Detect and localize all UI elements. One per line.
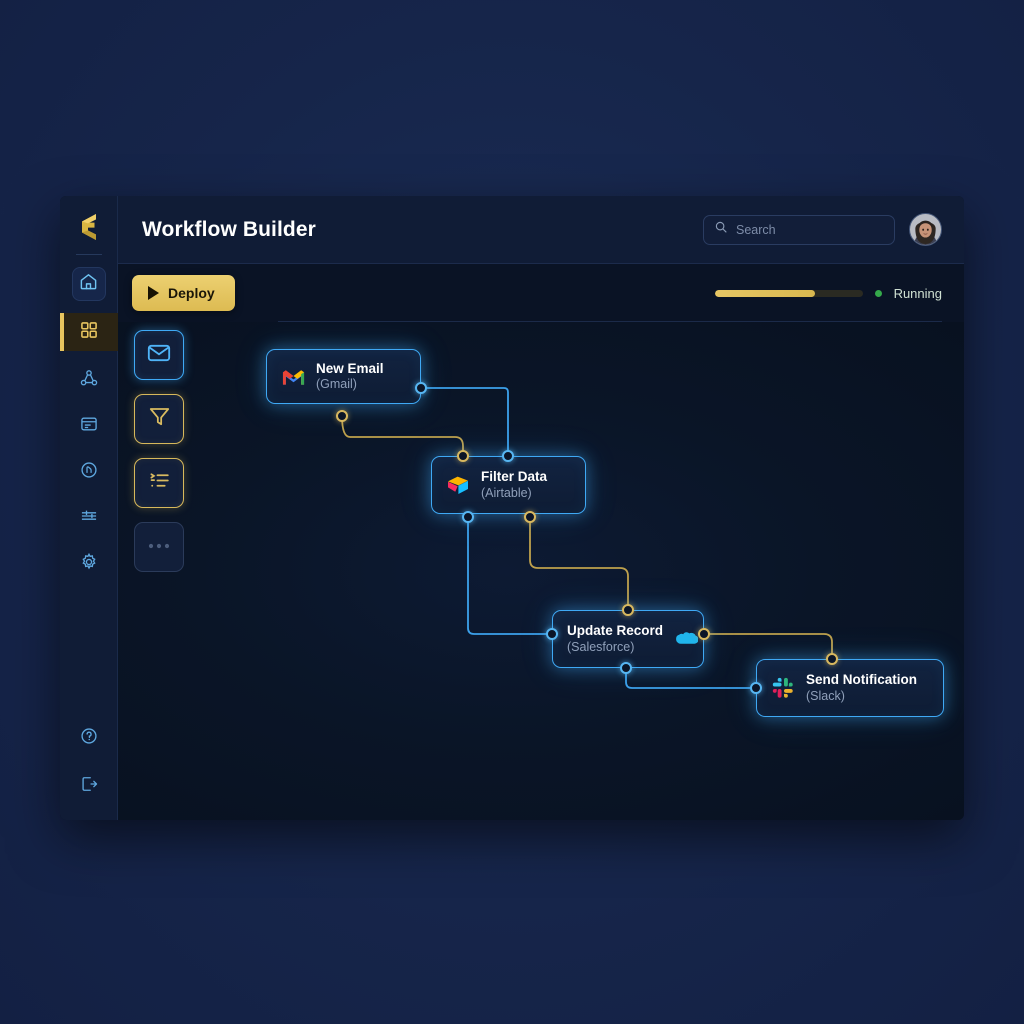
deploy-button[interactable]: Deploy bbox=[132, 275, 235, 311]
search-icon bbox=[714, 220, 728, 239]
progress-bar-fill bbox=[714, 289, 816, 297]
port-filter-data-in-right[interactable] bbox=[502, 450, 514, 462]
palette-tool-email[interactable] bbox=[134, 330, 184, 380]
tool-palette bbox=[134, 330, 184, 572]
sidebar-item-apps[interactable] bbox=[60, 313, 118, 351]
app-header: Workflow Builder bbox=[118, 196, 964, 264]
port-update-record-in-top[interactable] bbox=[622, 604, 634, 616]
node-filter-data-text: Filter Data (Airtable) bbox=[481, 469, 547, 501]
deploy-button-label: Deploy bbox=[168, 285, 215, 301]
grid-icon bbox=[79, 320, 99, 345]
port-new-email-out-right[interactable] bbox=[415, 382, 427, 394]
port-update-record-out-right[interactable] bbox=[698, 628, 710, 640]
workflow-canvas[interactable]: New Email (Gmail) bbox=[118, 322, 964, 820]
avatar[interactable] bbox=[909, 213, 942, 246]
left-nav-rail bbox=[60, 196, 118, 820]
sidebar-item-help[interactable] bbox=[72, 721, 106, 755]
sidebar-item-sliders[interactable] bbox=[72, 501, 106, 535]
card-list-icon bbox=[79, 414, 99, 439]
sidebar-item-workflows[interactable] bbox=[72, 363, 106, 397]
port-filter-data-in-left[interactable] bbox=[457, 450, 469, 462]
sidebar-item-home[interactable] bbox=[71, 267, 106, 301]
search-input[interactable] bbox=[703, 214, 895, 245]
node-subtitle: (Gmail) bbox=[316, 377, 357, 392]
sidebar-item-integrations[interactable] bbox=[72, 455, 106, 489]
gear-icon bbox=[79, 552, 99, 577]
app-window: Workflow Builder bbox=[60, 196, 964, 820]
list-sort-icon bbox=[147, 468, 172, 498]
node-title: Filter Data bbox=[481, 469, 548, 485]
connector-wires bbox=[341, 387, 833, 689]
node-new-email[interactable]: New Email (Gmail) bbox=[266, 349, 421, 404]
node-new-email-text: New Email (Gmail) bbox=[316, 361, 384, 393]
search-field[interactable] bbox=[736, 222, 884, 237]
toolbar-divider bbox=[278, 321, 942, 322]
home-icon bbox=[79, 272, 98, 296]
port-send-notification-in-top[interactable] bbox=[826, 653, 838, 665]
sidebar-item-settings[interactable] bbox=[72, 547, 106, 581]
sidebar-item-logout[interactable] bbox=[72, 769, 106, 803]
sliders-icon bbox=[79, 506, 99, 531]
run-status-group: Running bbox=[714, 285, 942, 301]
salesforce-icon bbox=[674, 627, 699, 651]
palette-tool-filter[interactable] bbox=[134, 394, 184, 444]
port-update-record-out-bottom[interactable] bbox=[620, 662, 632, 674]
palette-tool-more[interactable] bbox=[134, 522, 184, 572]
port-update-record-in-left[interactable] bbox=[546, 628, 558, 640]
node-title: Send Notification bbox=[806, 672, 917, 688]
slack-icon bbox=[771, 676, 795, 700]
port-send-notification-in-left[interactable] bbox=[750, 682, 762, 694]
page-title: Workflow Builder bbox=[142, 217, 316, 241]
node-title: New Email bbox=[316, 360, 384, 376]
node-filter-data[interactable]: Filter Data (Airtable) bbox=[431, 456, 586, 514]
main-area: Workflow Builder bbox=[118, 196, 964, 820]
hexagon-logo-icon[interactable] bbox=[72, 210, 106, 244]
port-new-email-out-bottom[interactable] bbox=[336, 410, 348, 422]
rail-divider bbox=[75, 254, 102, 255]
node-send-notification-text: Send Notification (Slack) bbox=[806, 672, 917, 704]
rail-bottom-group bbox=[72, 714, 106, 810]
node-subtitle: (Salesforce) bbox=[567, 639, 635, 654]
palette-tool-list[interactable] bbox=[134, 458, 184, 508]
logout-icon bbox=[79, 774, 99, 799]
node-title: Update Record bbox=[567, 623, 664, 639]
status-badge: Running bbox=[893, 285, 942, 301]
port-filter-data-out-right[interactable] bbox=[524, 511, 536, 523]
airtable-icon bbox=[446, 473, 470, 497]
node-send-notification[interactable]: Send Notification (Slack) bbox=[756, 659, 944, 717]
play-icon bbox=[148, 286, 159, 300]
envelope-icon bbox=[146, 340, 172, 371]
status-dot-icon bbox=[874, 289, 882, 297]
node-update-record[interactable]: Update Record (Salesforce) bbox=[552, 610, 704, 668]
ellipsis-icon bbox=[146, 538, 172, 556]
node-update-record-text: Update Record (Salesforce) bbox=[567, 623, 663, 655]
port-filter-data-out-left[interactable] bbox=[462, 511, 474, 523]
node-subtitle: (Slack) bbox=[806, 688, 845, 703]
progress-bar bbox=[714, 289, 863, 297]
node-subtitle: (Airtable) bbox=[481, 485, 532, 500]
gmail-icon bbox=[281, 365, 305, 389]
funnel-icon bbox=[147, 404, 172, 434]
sidebar-item-records[interactable] bbox=[72, 409, 106, 443]
header-right-group bbox=[703, 213, 942, 246]
node-graph-icon bbox=[79, 368, 99, 393]
circle-n-icon bbox=[79, 460, 99, 485]
question-circle-icon bbox=[79, 726, 99, 751]
action-toolbar: Deploy Running bbox=[118, 264, 964, 322]
